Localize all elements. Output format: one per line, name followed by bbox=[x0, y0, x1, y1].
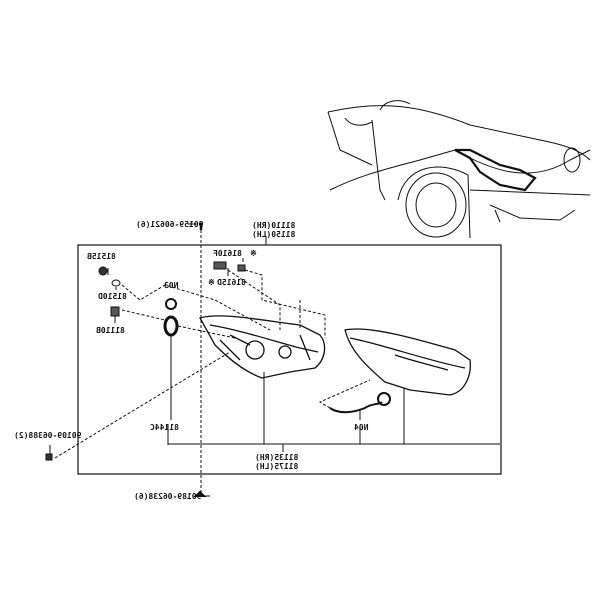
label-headlamp-rh: 81110(RH) bbox=[252, 221, 296, 230]
assembly-frame bbox=[77, 244, 502, 475]
leader-lines bbox=[49, 223, 500, 497]
mark-81610f: ※ bbox=[250, 249, 257, 258]
part-81110b-shape bbox=[110, 306, 120, 317]
label-81515b: 81515B bbox=[87, 252, 116, 261]
part-81615d-shape bbox=[213, 261, 227, 270]
label-81615d: 81615D bbox=[217, 278, 246, 287]
part-n03-shape bbox=[165, 298, 177, 310]
label-screw-bottom: 90189-06238(6) bbox=[134, 492, 202, 501]
screw-left-icon bbox=[45, 453, 53, 461]
label-81510d: 81510D bbox=[98, 292, 127, 301]
part-81510d-shape bbox=[111, 279, 121, 287]
headlamp-assembly-lh bbox=[199, 315, 326, 379]
part-81610f-shape bbox=[237, 264, 246, 272]
part-81144c-shape bbox=[163, 315, 179, 337]
headlamp-assembly-rh bbox=[344, 328, 471, 396]
label-headlamp-lh: 81150(LH) bbox=[252, 230, 296, 239]
label-n03: N03 bbox=[164, 281, 179, 290]
connector-n04 bbox=[377, 392, 391, 406]
screw-bottom-icon bbox=[193, 490, 207, 497]
label-n04: N04 bbox=[354, 423, 369, 432]
label-housing-lh: 81175(LH) bbox=[255, 462, 299, 471]
vehicle-illustration bbox=[327, 100, 591, 239]
screw-top-icon bbox=[199, 222, 203, 230]
part-81515b-shape bbox=[98, 266, 108, 276]
label-81144c: 81144C bbox=[150, 423, 179, 432]
label-screw-top: 90159-60621(6) bbox=[136, 220, 204, 229]
label-81610f: 81610F bbox=[213, 249, 242, 258]
label-81110b: 81110B bbox=[96, 326, 125, 335]
label-housing-rh: 81135(RH) bbox=[255, 453, 299, 462]
wiring-harness bbox=[329, 401, 383, 414]
dashed-guides bbox=[54, 230, 371, 492]
label-screw-left: 90109-06388(2) bbox=[14, 431, 82, 440]
mark-81615d: ※ bbox=[208, 278, 215, 287]
